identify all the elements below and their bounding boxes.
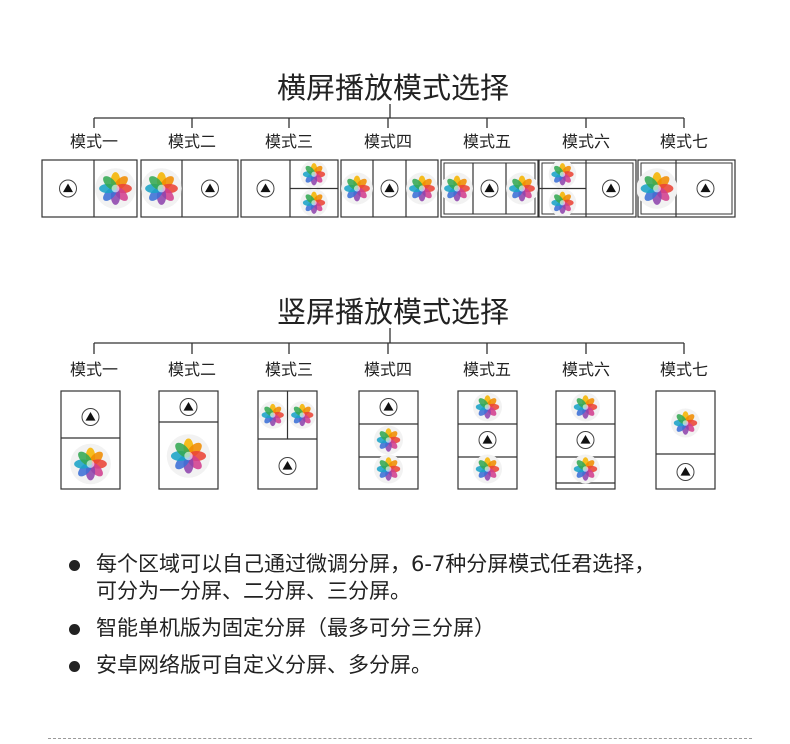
landscape-mode-1-label: 模式一: [70, 132, 118, 151]
photos-flower-icon: [141, 168, 182, 209]
photos-flower-icon: [636, 168, 678, 209]
note-item-3: 安卓网络版可自定义分屏、多分屏。: [68, 652, 748, 679]
play-icon: [81, 408, 100, 426]
portrait-mode-1-label: 模式一: [70, 360, 118, 379]
note-1-line-2: 可分为一分屏、二分屏、三分屏。: [96, 579, 411, 603]
photos-flower-icon: [95, 168, 136, 209]
landscape-mode-7-label: 模式七: [660, 132, 708, 151]
portrait-mode-7: [655, 390, 716, 490]
landscape-mode-7: [636, 159, 736, 218]
photos-flower-icon: [506, 172, 538, 205]
portrait-mode-7-label: 模式七: [660, 360, 708, 379]
play-icon: [256, 179, 275, 198]
photos-flower-icon: [473, 454, 502, 484]
portrait-mode-4-label: 模式四: [364, 360, 412, 379]
play-icon: [478, 431, 497, 449]
play-icon: [696, 179, 715, 198]
photos-flower-icon: [548, 188, 577, 217]
portrait-section: 竖屏播放模式选择 模式一 模式二 模式三 模式四 模式五 模式六 模式七: [60, 295, 716, 490]
note-1-line-1: 每个区域可以自己通过微调分屏，6-7种分屏模式任君选择，: [96, 552, 656, 576]
portrait-mode-3: [257, 390, 318, 490]
portrait-tree-lines: [93, 328, 685, 354]
note-3-line-1: 安卓网络版可自定义分屏、多分屏。: [96, 653, 432, 677]
landscape-mode-6-label: 模式六: [562, 132, 610, 151]
play-icon: [201, 179, 219, 198]
landscape-mode-2-label: 模式二: [168, 132, 216, 151]
photos-flower-icon: [70, 443, 111, 485]
landscape-mode-6: [538, 159, 637, 218]
photos-flower-icon: [288, 401, 317, 429]
play-icon: [380, 179, 399, 198]
photos-flower-icon: [300, 188, 328, 217]
play-icon: [278, 457, 297, 475]
play-icon: [179, 398, 198, 416]
photos-flower-icon: [341, 172, 373, 205]
feature-notes: 每个区域可以自己通过微调分屏，6-7种分屏模式任君选择， 可分为一分屏、二分屏、…: [68, 551, 748, 689]
portrait-mode-5-label: 模式五: [463, 360, 511, 379]
landscape-mode-5: [440, 159, 539, 218]
play-icon: [602, 179, 620, 198]
play-icon: [480, 179, 499, 198]
photos-flower-icon: [571, 454, 600, 484]
landscape-mode-3-label: 模式三: [265, 132, 313, 151]
photos-flower-icon: [374, 454, 403, 484]
portrait-mode-1: [60, 390, 121, 490]
portrait-mode-2: [158, 390, 219, 490]
play-icon: [59, 179, 77, 198]
portrait-mode-6: [555, 390, 616, 490]
portrait-mode-6-label: 模式六: [562, 360, 610, 379]
play-icon: [576, 431, 595, 449]
photos-flower-icon: [548, 160, 577, 189]
landscape-tree-lines: [93, 104, 685, 128]
landscape-mode-4-label: 模式四: [364, 132, 412, 151]
photos-flower-icon: [671, 408, 700, 438]
note-item-2: 智能单机版为固定分屏（最多可分三分屏）: [68, 615, 748, 642]
landscape-title: 横屏播放模式选择: [277, 71, 509, 105]
photos-flower-icon: [374, 425, 403, 455]
note-item-1: 每个区域可以自己通过微调分屏，6-7种分屏模式任君选择， 可分为一分屏、二分屏、…: [68, 551, 748, 605]
landscape-modes: 模式一 模式二 模式三 模式四 模式五 模式六 模式七: [41, 132, 736, 218]
note-2-line-1: 智能单机版为固定分屏（最多可分三分屏）: [96, 616, 495, 640]
portrait-mode-5: [457, 390, 518, 490]
landscape-mode-2: [140, 159, 239, 218]
photos-flower-icon: [166, 434, 211, 478]
portrait-mode-2-label: 模式二: [168, 360, 216, 379]
photos-flower-icon: [441, 172, 473, 205]
play-icon: [676, 463, 695, 481]
landscape-mode-4: [340, 159, 439, 218]
photos-flower-icon: [300, 160, 328, 189]
portrait-modes: 模式一 模式二 模式三 模式四 模式五 模式六 模式七: [60, 360, 716, 490]
photos-flower-icon: [406, 172, 438, 205]
portrait-title: 竖屏播放模式选择: [277, 295, 509, 329]
bottom-dashed-divider: [48, 738, 752, 739]
photos-flower-icon: [258, 401, 287, 429]
play-icon: [379, 398, 398, 416]
photos-flower-icon: [571, 392, 600, 422]
landscape-mode-1: [41, 159, 138, 218]
photos-flower-icon: [473, 392, 502, 422]
portrait-mode-4: [358, 390, 419, 490]
landscape-section: 横屏播放模式选择 模式一 模式二 模式三 模式四 模式五 模式六 模式七: [41, 71, 736, 218]
landscape-mode-5-label: 模式五: [463, 132, 511, 151]
portrait-mode-3-label: 模式三: [265, 360, 313, 379]
landscape-mode-3: [240, 159, 339, 218]
